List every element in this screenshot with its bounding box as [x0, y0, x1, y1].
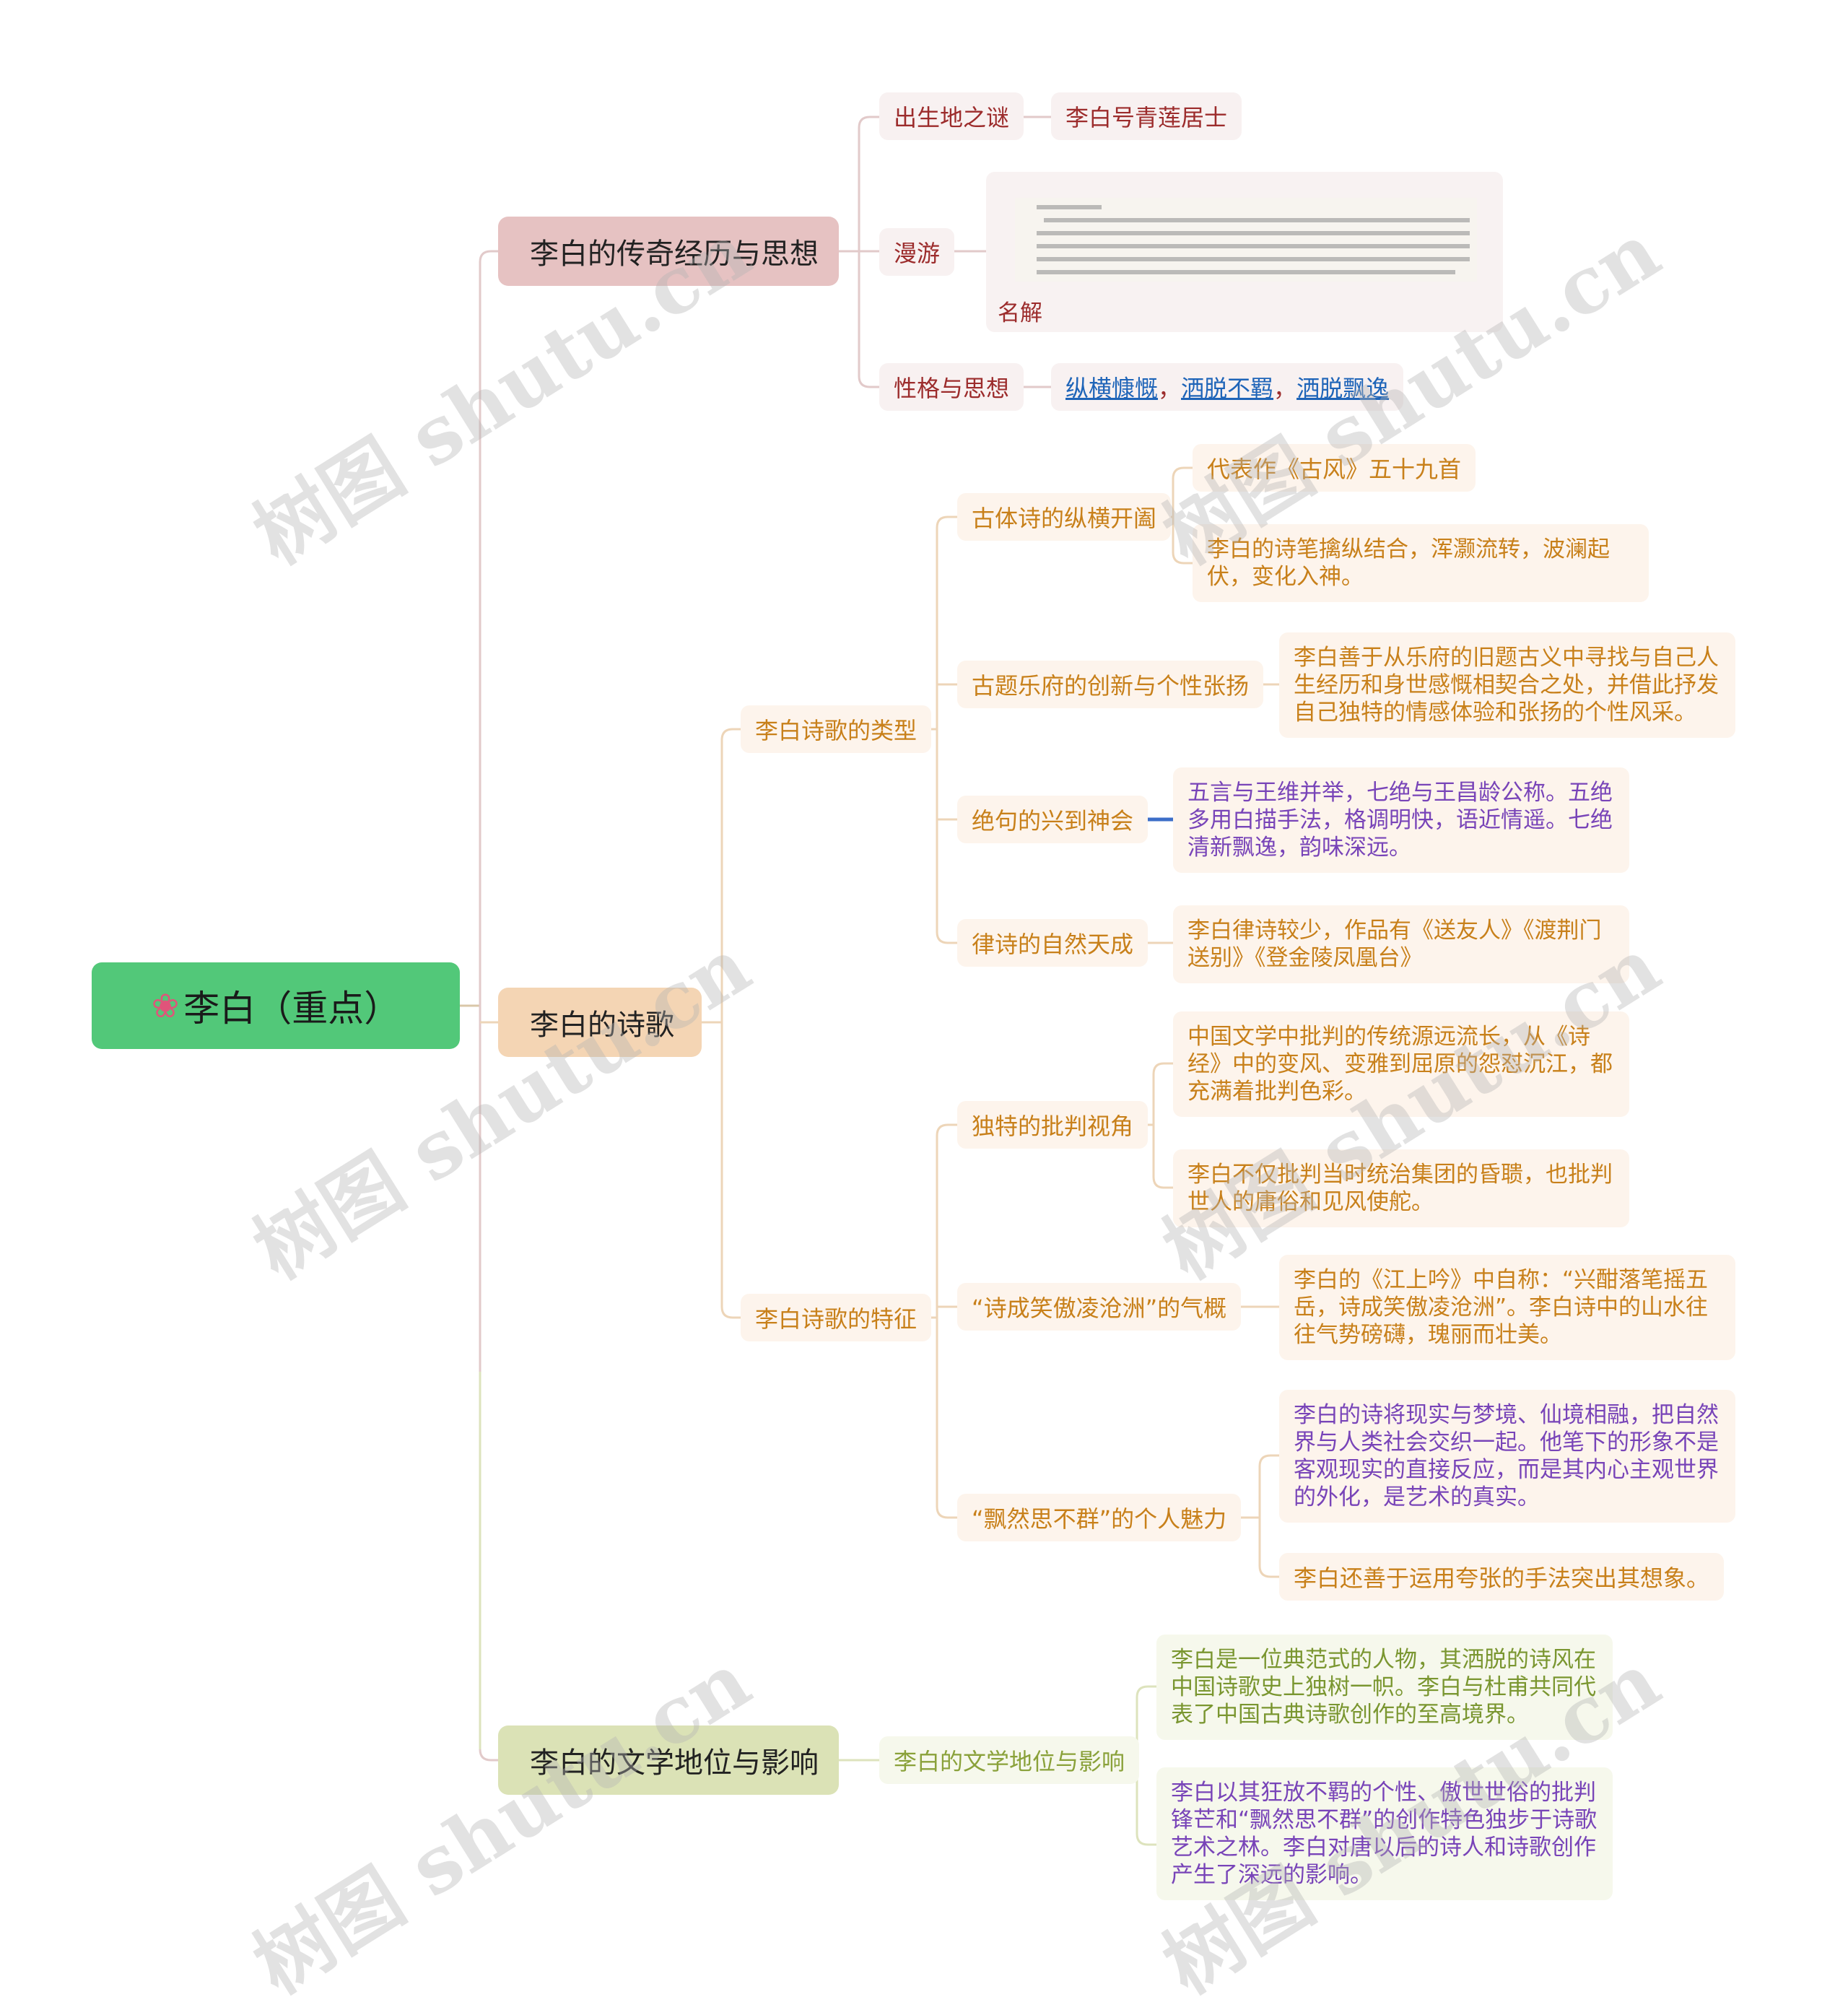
node-meili-label: “飘然思不群”的个人魅力	[972, 1505, 1227, 1533]
link-3[interactable]: 洒脱飘逸	[1296, 375, 1390, 402]
leaf-lvshi-1[interactable]: 李白律诗较少，作品有《送友人》《渡荆门送别》《登金陵凤凰台》	[1173, 905, 1629, 983]
leaf-gutishi-2-text: 李白的诗笔擒纵结合，浑灏流转，波澜起伏，变化入神。	[1207, 536, 1610, 590]
leaf-critique-2-text: 李白不仅批判当时统治集团的昏聩，也批判世人的庸俗和见风使舵。	[1187, 1162, 1613, 1215]
node-travel-label: 漫游	[894, 240, 941, 267]
node-birth-label: 出生地之谜	[894, 104, 1010, 131]
node-character-label: 性格与思想	[894, 375, 1010, 402]
leaf-gutishi-1[interactable]: 代表作《古风》五十九首	[1193, 444, 1476, 492]
branch-bio-label: 李白的传奇经历与思想	[530, 238, 819, 271]
leaf-lit-2[interactable]: 李白以其狂放不羁的个性、傲世世俗的批判锋芒和“飘然思不群”的创作特色独步于诗歌艺…	[1156, 1767, 1613, 1900]
leaf-gutishi-2[interactable]: 李白的诗笔擒纵结合，浑灏流转，波澜起伏，变化入神。	[1193, 524, 1649, 602]
leaf-lit-2-text: 李白以其狂放不羁的个性、傲世世俗的批判锋芒和“飘然思不群”的创作特色独步于诗歌艺…	[1171, 1780, 1598, 1888]
node-types[interactable]: 李白诗歌的类型	[741, 705, 932, 753]
node-critique-label: 独特的批判视角	[972, 1113, 1134, 1140]
link-2[interactable]: 洒脱不羁	[1181, 375, 1274, 402]
leaf-jueju-1[interactable]: 五言与王维并举，七绝与王昌龄公称。五绝多用白描手法，格调明快，语近情遥。七绝清新…	[1173, 767, 1629, 873]
leaf-lit-1-text: 李白是一位典范式的人物，其洒脱的诗风在中国诗歌史上独树一帜。李白与杜甫共同代表了…	[1171, 1647, 1596, 1728]
node-features[interactable]: 李白诗歌的特征	[741, 1294, 932, 1341]
travel-image-card[interactable]: 名解	[986, 172, 1503, 332]
node-travel[interactable]: 漫游	[879, 228, 955, 276]
leaf-jueju-1-text: 五言与王维并举，七绝与王昌龄公称。五绝多用白描手法，格调明快，语近情遥。七绝清新…	[1187, 780, 1613, 861]
node-critique[interactable]: 独特的批判视角	[957, 1101, 1149, 1149]
leaf-critique-2[interactable]: 李白不仅批判当时统治集团的昏聩，也批判世人的庸俗和见风使舵。	[1173, 1149, 1629, 1227]
node-birth-detail-label: 李白号青莲居士	[1065, 104, 1228, 131]
node-gutishi[interactable]: 古体诗的纵横开阖	[957, 493, 1172, 541]
branch-poetry[interactable]: 李白的诗歌	[498, 988, 702, 1057]
branch-bio[interactable]: 李白的传奇经历与思想	[498, 217, 839, 286]
node-jueju[interactable]: 绝句的兴到神会	[957, 796, 1149, 843]
node-lit-sub[interactable]: 李白的文学地位与影响	[879, 1736, 1140, 1784]
leaf-qigai-1[interactable]: 李白的《江上吟》中自称：“兴酣落笔摇五岳，诗成笑傲凌沧洲”。李白诗中的山水往往气…	[1279, 1255, 1735, 1360]
leaf-meili-2[interactable]: 李白还善于运用夸张的手法突出其想象。	[1279, 1553, 1725, 1601]
leaf-lvshi-1-text: 李白律诗较少，作品有《送友人》《渡荆门送别》《登金陵凤凰台》	[1187, 918, 1602, 971]
sep-1: ，	[1158, 375, 1182, 402]
node-qigai[interactable]: “诗成笑傲凌沧洲”的气概	[957, 1283, 1242, 1331]
leaf-meili-1[interactable]: 李白的诗将现实与梦境、仙境相融，把自然界与人类社会交织一起。他笔下的形象不是客观…	[1279, 1390, 1735, 1523]
node-features-label: 李白诗歌的特征	[755, 1305, 918, 1333]
node-jueju-label: 绝句的兴到神会	[972, 807, 1134, 835]
leaf-lit-1[interactable]: 李白是一位典范式的人物，其洒脱的诗风在中国诗歌史上独树一帜。李白与杜甫共同代表了…	[1156, 1635, 1613, 1740]
node-meili[interactable]: “飘然思不群”的个人魅力	[957, 1494, 1242, 1541]
node-qigai-label: “诗成笑傲凌沧洲”的气概	[972, 1294, 1227, 1322]
image-caption: 名解	[998, 300, 1042, 326]
leaf-gutishi-1-text: 代表作《古风》五十九首	[1207, 456, 1462, 483]
leaf-critique-1-text: 中国文学中批判的传统源远流长，从《诗经》中的变风、变雅到屈原的怨怼沉江，都充满着…	[1187, 1024, 1613, 1105]
character-links: 纵横慷慨，洒脱不羁，洒脱飘逸	[1051, 363, 1404, 411]
sep-2: ，	[1273, 375, 1297, 402]
node-yuefu-label: 古题乐府的创新与个性张扬	[972, 672, 1250, 700]
node-birth-detail[interactable]: 李白号青莲居士	[1051, 92, 1242, 140]
leaf-meili-2-text: 李白还善于运用夸张的手法突出其想象。	[1294, 1564, 1710, 1592]
leaf-yuefu-1-text: 李白善于从乐府的旧题古义中寻找与自己人生经历和身世感慨相契合之处，并借此抒发自己…	[1294, 645, 1719, 726]
node-lit-sub-label: 李白的文学地位与影响	[894, 1748, 1125, 1775]
flower-icon: ❀	[151, 986, 180, 1025]
leaf-qigai-1-text: 李白的《江上吟》中自称：“兴酣落笔摇五岳，诗成笑傲凌沧洲”。李白诗中的山水往往气…	[1294, 1267, 1709, 1348]
leaf-yuefu-1[interactable]: 李白善于从乐府的旧题古义中寻找与自己人生经历和身世感慨相契合之处，并借此抒发自己…	[1279, 632, 1735, 738]
node-birth[interactable]: 出生地之谜	[879, 92, 1024, 140]
textbook-scan-image	[1015, 198, 1477, 282]
link-1[interactable]: 纵横慷慨	[1065, 375, 1159, 402]
branch-poetry-label: 李白的诗歌	[530, 1009, 674, 1042]
root-label: 李白（重点）	[183, 988, 401, 1030]
branch-lit[interactable]: 李白的文学地位与影响	[498, 1725, 839, 1795]
root-node[interactable]: ❀ 李白（重点）	[92, 962, 460, 1049]
node-lvshi-label: 律诗的自然天成	[972, 931, 1134, 958]
node-types-label: 李白诗歌的类型	[755, 717, 918, 744]
leaf-meili-1-text: 李白的诗将现实与梦境、仙境相融，把自然界与人类社会交织一起。他笔下的形象不是客观…	[1294, 1402, 1719, 1510]
node-character[interactable]: 性格与思想	[879, 363, 1024, 411]
leaf-critique-1[interactable]: 中国文学中批判的传统源远流长，从《诗经》中的变风、变雅到屈原的怨怼沉江，都充满着…	[1173, 1011, 1629, 1117]
node-gutishi-label: 古体诗的纵横开阖	[972, 505, 1157, 532]
node-yuefu[interactable]: 古题乐府的创新与个性张扬	[957, 661, 1264, 708]
node-lvshi[interactable]: 律诗的自然天成	[957, 919, 1149, 967]
branch-lit-label: 李白的文学地位与影响	[530, 1746, 819, 1780]
